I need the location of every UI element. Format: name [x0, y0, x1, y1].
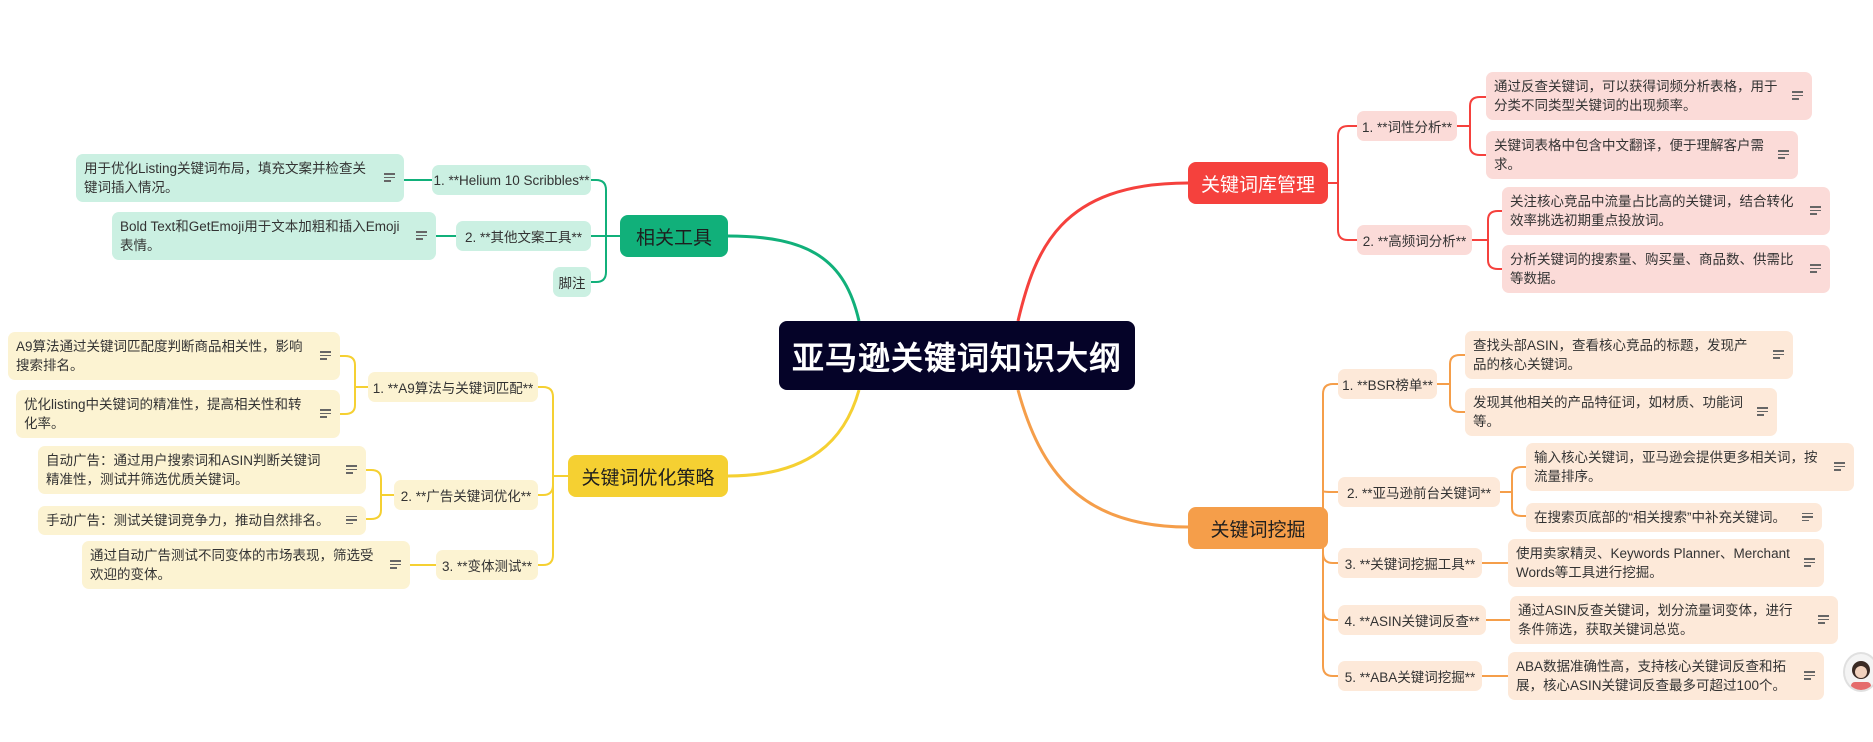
connector-yellow-sub1-leaves	[340, 355, 368, 415]
leaf-text: 分析关键词的搜索量、购买量、商品数、供需比等数据。	[1510, 252, 1794, 286]
note-icon[interactable]	[320, 409, 331, 418]
note-icon[interactable]	[384, 173, 395, 182]
connector-red-sub2-leaves	[1472, 210, 1502, 270]
leaf-keyword-mining-2[interactable]: 发现其他相关的产品特征词，如材质、功能词等。	[1465, 388, 1777, 436]
note-icon[interactable]	[1804, 671, 1815, 680]
leaf-text: A9算法通过关键词匹配度判断商品相关性，影响搜索排名。	[16, 339, 303, 373]
note-icon[interactable]	[1834, 462, 1845, 471]
user-avatar[interactable]	[1843, 652, 1873, 692]
branch-optimization-strategy[interactable]: 关键词优化策略	[568, 455, 728, 497]
leaf-text: ABA数据准确性高，支持核心关键词反查和拓展，核心ASIN关键词反查最多可超过1…	[1516, 659, 1787, 693]
leaf-optimization-1[interactable]: A9算法通过关键词匹配度判断商品相关性，影响搜索排名。	[8, 332, 340, 380]
note-icon[interactable]	[346, 515, 357, 525]
leaf-related-tools-1[interactable]: 用于优化Listing关键词布局，填充文案并检查关键词插入情况。	[76, 154, 404, 202]
connector-root-keyword-library	[1016, 181, 1189, 322]
note-icon[interactable]	[1757, 407, 1768, 416]
note-icon[interactable]	[416, 231, 427, 240]
subtopic-asin-reverse[interactable]: 4. **ASIN关键词反查**	[1338, 605, 1486, 635]
note-icon[interactable]	[1792, 91, 1803, 100]
note-icon[interactable]	[390, 560, 401, 569]
branch-keyword-library[interactable]: 关键词库管理	[1188, 162, 1328, 204]
leaf-keyword-library-1[interactable]: 通过反查关键词，可以获得词频分析表格，用于分类不同类型关键词的出现频率。	[1486, 72, 1812, 120]
leaf-optimization-2[interactable]: 优化listing中关键词的精准性，提高相关性和转化率。	[16, 390, 340, 438]
leaf-related-tools-2[interactable]: Bold Text和GetEmoji用于文本加粗和插入Emoji表情。	[112, 212, 436, 260]
leaf-text: 通过ASIN反查关键词，划分流量词变体，进行条件筛选，获取关键词总览。	[1518, 603, 1793, 637]
connector-root-optimization	[727, 389, 861, 478]
subtopic-high-frequency[interactable]: 2. **高频词分析**	[1357, 225, 1472, 255]
leaf-text: 自动广告：通过用户搜索词和ASIN判断关键词精准性，测试并筛选优质关键词。	[46, 453, 321, 487]
connector-root-related-tools	[727, 234, 861, 322]
avatar-icon	[1851, 661, 1871, 690]
leaf-text: 通过反查关键词，可以获得词频分析表格，用于分类不同类型关键词的出现频率。	[1494, 79, 1778, 113]
note-icon[interactable]	[1802, 512, 1813, 522]
connector-red-sub1-leaves	[1457, 96, 1486, 156]
subtopic-a9-algorithm[interactable]: 1. **A9算法与关键词匹配**	[368, 372, 538, 402]
leaf-text: Bold Text和GetEmoji用于文本加粗和插入Emoji表情。	[120, 219, 400, 253]
leaf-keyword-mining-6[interactable]: 通过ASIN反查关键词，划分流量词变体，进行条件筛选，获取关键词总览。	[1510, 596, 1838, 644]
note-icon[interactable]	[1804, 558, 1815, 567]
connector-yellow-bracket	[538, 386, 568, 566]
subtopic-pos-analysis[interactable]: 1. **词性分析**	[1357, 111, 1457, 141]
note-icon[interactable]	[1818, 615, 1829, 624]
connector-orange-sub2-leaves	[1500, 466, 1526, 517]
connector-root-keyword-mining	[1016, 389, 1189, 529]
note-icon[interactable]	[1810, 264, 1821, 273]
leaf-keyword-library-4[interactable]: 分析关键词的搜索量、购买量、商品数、供需比等数据。	[1502, 245, 1830, 293]
leaf-text: 手动广告：测试关键词竞争力，推动自然排名。	[46, 513, 330, 528]
leaf-keyword-mining-3[interactable]: 输入核心关键词，亚马逊会提供更多相关词，按流量排序。	[1526, 443, 1854, 491]
leaf-optimization-3[interactable]: 自动广告：通过用户搜索词和ASIN判断关键词精准性，测试并筛选优质关键词。	[38, 446, 366, 494]
leaf-keyword-library-2[interactable]: 关键词表格中包含中文翻译，便于理解客户需求。	[1486, 131, 1798, 179]
subtopic-bsr-list[interactable]: 1. **BSR榜单**	[1338, 369, 1437, 399]
subtopic-other-copy-tools[interactable]: 2. **其他文案工具**	[456, 221, 591, 251]
leaf-text: 发现其他相关的产品特征词，如材质、功能词等。	[1473, 395, 1743, 429]
root-topic[interactable]: 亚马逊关键词知识大纲	[779, 321, 1135, 390]
subtopic-mining-tools[interactable]: 3. **关键词挖掘工具**	[1338, 548, 1482, 578]
leaf-text: 使用卖家精灵、Keywords Planner、Merchant Words等工…	[1516, 546, 1790, 580]
subtopic-footnote[interactable]: 脚注	[553, 267, 591, 297]
leaf-text: 关键词表格中包含中文翻译，便于理解客户需求。	[1494, 138, 1764, 172]
note-icon[interactable]	[1810, 206, 1821, 215]
leaf-keyword-mining-1[interactable]: 查找头部ASIN，查看核心竞品的标题，发现产品的核心关键词。	[1465, 331, 1793, 379]
leaf-keyword-mining-7[interactable]: ABA数据准确性高，支持核心关键词反查和拓展，核心ASIN关键词反查最多可超过1…	[1508, 652, 1824, 700]
subtopic-ad-keyword[interactable]: 2. **广告关键词优化**	[394, 480, 538, 510]
leaf-text: 查找头部ASIN，查看核心竞品的标题，发现产品的核心关键词。	[1473, 338, 1748, 372]
leaf-text: 用于优化Listing关键词布局，填充文案并检查关键词插入情况。	[84, 161, 367, 195]
connector-green-bracket	[591, 179, 620, 283]
leaf-keyword-library-3[interactable]: 关注核心竞品中流量占比高的关键词，结合转化效率挑选初期重点投放词。	[1502, 187, 1830, 235]
leaf-keyword-mining-4[interactable]: 在搜索页底部的“相关搜索”中补充关键词。	[1526, 503, 1822, 532]
subtopic-helium10[interactable]: 1. **Helium 10 Scribbles**	[432, 165, 591, 195]
note-icon[interactable]	[320, 351, 331, 360]
note-icon[interactable]	[1773, 350, 1784, 359]
leaf-text: 在搜索页底部的“相关搜索”中补充关键词。	[1534, 510, 1786, 525]
note-icon[interactable]	[346, 465, 357, 474]
branch-keyword-mining[interactable]: 关键词挖掘	[1188, 507, 1328, 549]
subtopic-variant-test[interactable]: 3. **变体测试**	[436, 550, 538, 580]
leaf-keyword-mining-5[interactable]: 使用卖家精灵、Keywords Planner、Merchant Words等工…	[1508, 539, 1824, 587]
leaf-optimization-4[interactable]: 手动广告：测试关键词竞争力，推动自然排名。	[38, 506, 366, 535]
branch-related-tools[interactable]: 相关工具	[620, 215, 728, 257]
leaf-text: 输入核心关键词，亚马逊会提供更多相关词，按流量排序。	[1534, 450, 1818, 484]
connector-red-bracket	[1328, 125, 1357, 241]
leaf-text: 优化listing中关键词的精准性，提高相关性和转化率。	[24, 397, 302, 431]
leaf-text: 关注核心竞品中流量占比高的关键词，结合转化效率挑选初期重点投放词。	[1510, 194, 1794, 228]
connector-yellow-sub2-leaves	[366, 469, 394, 520]
subtopic-amazon-frontend[interactable]: 2. **亚马逊前台关键词**	[1338, 477, 1500, 507]
leaf-text: 通过自动广告测试不同变体的市场表现，筛选受欢迎的变体。	[90, 548, 374, 582]
note-icon[interactable]	[1778, 150, 1789, 159]
connector-orange-sub1-leaves	[1437, 354, 1465, 413]
subtopic-aba-mining[interactable]: 5. **ABA关键词挖掘**	[1338, 661, 1482, 691]
leaf-optimization-5[interactable]: 通过自动广告测试不同变体的市场表现，筛选受欢迎的变体。	[82, 541, 410, 589]
